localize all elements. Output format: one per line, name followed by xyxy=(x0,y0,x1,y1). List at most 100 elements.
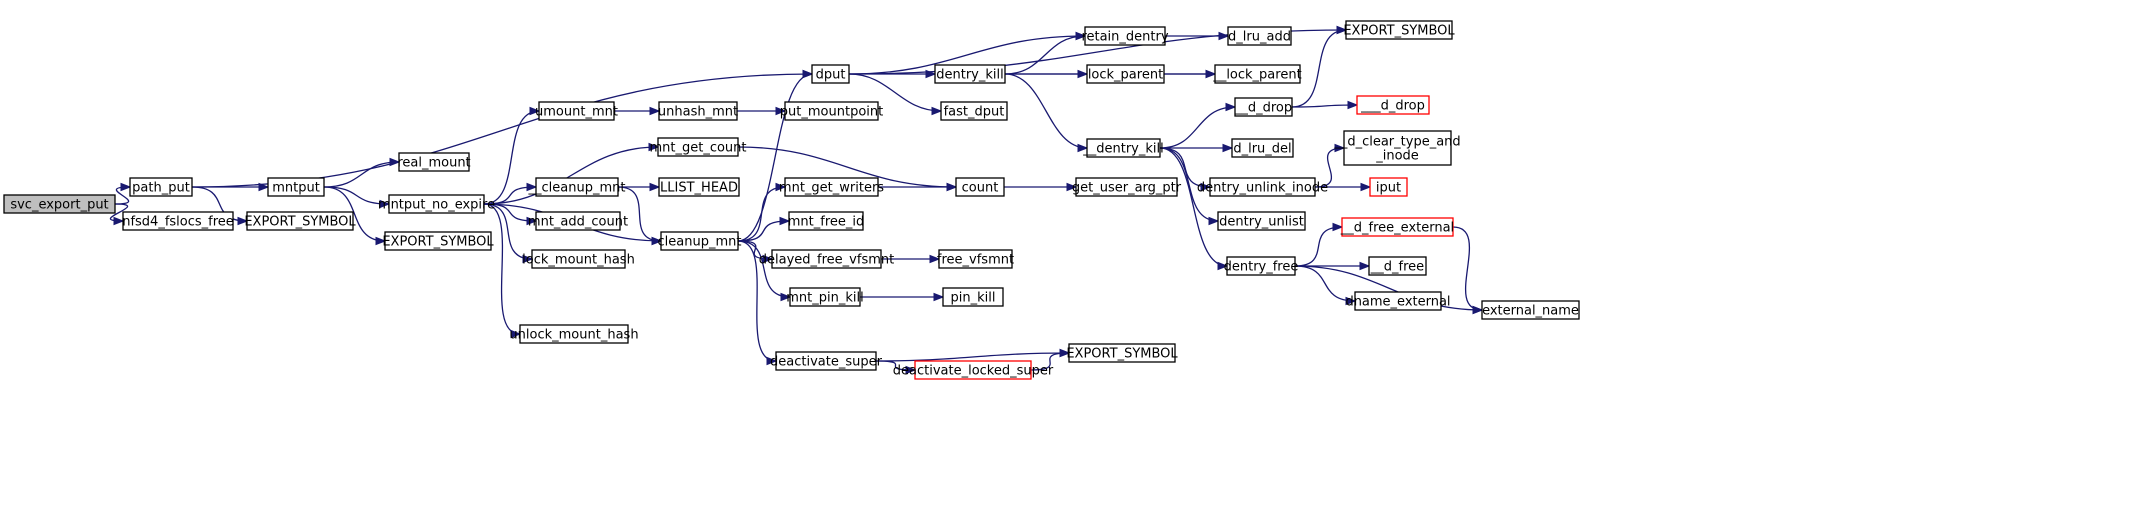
edge-line xyxy=(483,110,540,205)
node-llist-head[interactable]: LLIST_HEAD xyxy=(658,177,740,197)
node-cleanup-mnt-dunder[interactable]: __cleanup_mnt xyxy=(528,177,626,197)
node-label: _inode xyxy=(1375,149,1419,164)
node-dname-external[interactable]: dname_external xyxy=(1345,291,1451,311)
edge-line xyxy=(483,186,537,205)
edge-line xyxy=(848,35,1086,75)
node-label: EXPORT_SYMBOL xyxy=(244,215,356,230)
node-unlock-mount-hash[interactable]: unlock_mount_hash xyxy=(509,324,639,344)
node-delayed-free-vfsmnt[interactable]: delayed_free_vfsmnt xyxy=(759,249,894,269)
node-d-drop-dunder[interactable]: __d_drop xyxy=(1234,97,1293,117)
node-dentry-unlist[interactable]: dentry_unlist xyxy=(1217,211,1306,231)
arrowhead xyxy=(946,182,958,192)
node-external-name[interactable]: external_name xyxy=(1481,300,1580,320)
node-label: get_user_arg_ptr xyxy=(1072,181,1182,196)
node-d-lru-add[interactable]: d_lru_add xyxy=(1227,26,1292,46)
arrowhead xyxy=(113,216,125,226)
node-count[interactable]: count xyxy=(955,177,1005,197)
node-export-symbol-2[interactable]: EXPORT_SYMBOL xyxy=(382,231,494,251)
edge-line xyxy=(875,352,1070,362)
node-mnt-add-count[interactable]: mnt_add_count xyxy=(528,211,628,231)
node-d-clear-type-and-inode[interactable]: __d_clear_type_and_inode xyxy=(1333,130,1461,166)
node-box xyxy=(1369,177,1408,197)
arrowhead xyxy=(1077,143,1089,153)
node-label: EXPORT_SYMBOL xyxy=(382,235,494,250)
node-mnt-get-count[interactable]: mnt_get_count xyxy=(649,137,747,157)
node-box xyxy=(535,211,621,231)
node-dentry-kill-dunder[interactable]: __dentry_kill xyxy=(1082,138,1164,158)
node-path-put[interactable]: path_put xyxy=(129,177,193,197)
node-deactivate-locked-super[interactable]: deactivate_locked_super xyxy=(893,360,1054,380)
node-cleanup-mnt[interactable]: cleanup_mnt xyxy=(658,231,742,251)
node-d-free[interactable]: __d_free xyxy=(1368,256,1427,276)
edge-line xyxy=(1159,147,1228,267)
node-export-symbol-4[interactable]: EXPORT_SYMBOL xyxy=(1066,343,1178,363)
node-unhash-mnt[interactable]: unhash_mnt xyxy=(658,101,738,121)
arrowhead xyxy=(1075,31,1087,41)
node-lock-parent-dunder[interactable]: __lock_parent xyxy=(1212,64,1302,84)
edge-line xyxy=(1291,29,1347,108)
edge-dentry-kill-dunder-to-d-drop-dunder xyxy=(1159,102,1237,149)
node-label: dname_external xyxy=(1345,295,1450,310)
node-mntput-no-expire[interactable]: mntput_no_expire xyxy=(378,194,495,214)
node-dentry-unlink-inode[interactable]: dentry_unlink_inode xyxy=(1197,177,1328,197)
node-free-vfsmnt[interactable]: free_vfsmnt xyxy=(937,249,1014,269)
node-get-user-arg-ptr[interactable]: get_user_arg_ptr xyxy=(1072,177,1182,197)
edge-line xyxy=(737,240,791,298)
node-box xyxy=(384,231,492,251)
node-mntput[interactable]: mntput xyxy=(267,177,325,197)
node-label: dentry_unlink_inode xyxy=(1197,181,1328,196)
node-label: umount_mnt xyxy=(535,105,618,120)
node-label: dentry_free xyxy=(1224,260,1299,275)
node-export-symbol-1[interactable]: EXPORT_SYMBOL xyxy=(244,211,356,231)
node-mnt-free-id[interactable]: mnt_free_id xyxy=(788,211,865,231)
node-pin-kill[interactable]: pin_kill xyxy=(942,287,1004,307)
edge-line xyxy=(483,203,533,260)
node-nfsd4-fslocs-free[interactable]: nfsd4_fslocs_free xyxy=(122,211,234,231)
edge-dentry-free-to-dname-external xyxy=(1294,265,1357,306)
node-d-lru-del[interactable]: d_lru_del xyxy=(1231,138,1294,158)
node-lock-mount-hash[interactable]: lock_mount_hash xyxy=(522,249,635,269)
edge-mntput-no-expire-to-lock-mount-hash xyxy=(483,203,534,264)
node-export-symbol-3[interactable]: EXPORT_SYMBOL xyxy=(1343,20,1455,40)
node-retain-dentry[interactable]: retain_dentry xyxy=(1081,26,1169,46)
arrowhead xyxy=(120,182,132,192)
arrowhead xyxy=(510,329,522,339)
node-svc-export-put[interactable]: svc_export_put xyxy=(3,194,116,214)
node-deactivate-super[interactable]: deactivate_super xyxy=(770,351,883,371)
node-box xyxy=(658,101,738,121)
node-dentry-free[interactable]: dentry_free xyxy=(1224,256,1299,276)
node-label: mntput xyxy=(272,181,320,196)
node-box xyxy=(938,249,1013,269)
arrowhead xyxy=(1472,305,1484,315)
node-dentry-kill[interactable]: dentry_kill xyxy=(934,64,1006,84)
arrowhead xyxy=(237,216,249,226)
node-dput[interactable]: dput xyxy=(811,64,850,84)
node-iput[interactable]: iput xyxy=(1369,177,1408,197)
edge-svc-export-put-to-path-put xyxy=(114,182,132,205)
arrowhead xyxy=(1334,143,1346,153)
node-d-free-external[interactable]: __d_free_external xyxy=(1340,217,1454,237)
node-fast-dput[interactable]: fast_dput xyxy=(940,101,1008,121)
edge-line xyxy=(1159,147,1219,222)
node-d-drop-triple[interactable]: ___d_drop xyxy=(1356,95,1430,115)
edge-dput-to-fast-dput xyxy=(848,73,943,116)
edge-line xyxy=(191,73,813,188)
node-mnt-get-writers[interactable]: mnt_get_writers xyxy=(779,177,884,197)
edge-deactivate-super-to-export-symbol-4 xyxy=(875,348,1071,362)
node-put-mountpoint[interactable]: put_mountpoint xyxy=(780,101,883,121)
edge-line xyxy=(323,186,386,242)
node-box xyxy=(789,287,861,307)
node-box xyxy=(1084,26,1166,46)
node-label: lock_mount_hash xyxy=(522,253,635,268)
node-lock-parent[interactable]: lock_parent xyxy=(1086,64,1165,84)
node-label: mnt_get_writers xyxy=(779,181,884,196)
edge-line xyxy=(1004,35,1086,75)
edge-dentry-unlink-inode-to-iput xyxy=(1314,182,1372,192)
node-mnt-pin-kill[interactable]: mnt_pin_kill xyxy=(786,287,864,307)
arrowhead xyxy=(389,157,401,167)
node-real-mount[interactable]: real_mount xyxy=(397,152,471,172)
node-label: pin_kill xyxy=(951,291,996,306)
arrowhead xyxy=(1059,348,1071,358)
node-umount-mnt[interactable]: umount_mnt xyxy=(535,101,618,121)
edge-line xyxy=(1004,73,1088,149)
